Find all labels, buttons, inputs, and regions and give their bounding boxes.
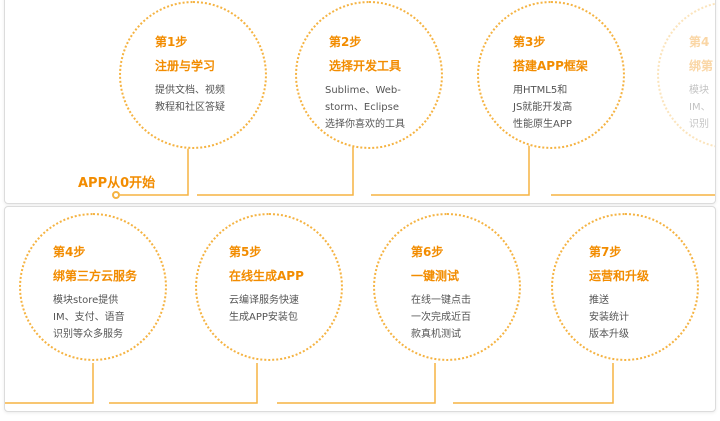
step-2-number: 第2步	[329, 35, 362, 49]
step-2-title: 选择开发工具	[329, 59, 402, 73]
step-7-desc: 推送安装统计版本升级	[589, 295, 629, 340]
step-7-number: 第7步	[589, 245, 622, 259]
start-marker	[112, 191, 120, 199]
step-3-circle[interactable]	[477, 1, 625, 149]
step-5-number: 第5步	[229, 245, 262, 259]
step-5-desc: 云编译服务快速生成APP安装包	[229, 295, 299, 323]
step-1-circle[interactable]	[119, 1, 267, 149]
step-5-title: 在线生成APP	[229, 269, 304, 283]
connector-lines-top	[120, 145, 715, 196]
step-7-circle[interactable]	[551, 213, 699, 361]
step-1-number: 第1步	[155, 35, 188, 49]
step-1-title: 注册与学习	[155, 59, 216, 73]
step-4-circle[interactable]	[19, 213, 167, 361]
step-4-number: 第4步	[53, 245, 86, 259]
step-3-title: 搭建APP框架	[513, 59, 588, 73]
steps-panel-top: APP从0开始 第1步 注册与学习 提供文档、视频教程和社区答疑 第2步 选择开…	[4, 0, 716, 204]
step-4-peek-number: 第4	[689, 35, 710, 49]
step-7-title: 运营和升级	[589, 269, 650, 283]
step-1-desc: 提供文档、视频教程和社区答疑	[155, 85, 225, 113]
step-6-number: 第6步	[411, 245, 444, 259]
step-6-circle[interactable]	[373, 213, 521, 361]
start-label: APP从0开始	[78, 176, 156, 191]
step-5-circle[interactable]	[195, 213, 343, 361]
connector-lines-bottom	[5, 363, 614, 404]
step-6-title: 一键测试	[411, 269, 460, 283]
step-2-circle[interactable]	[295, 1, 443, 149]
step-3-number: 第3步	[513, 35, 546, 49]
step-4-peek-title: 绑第	[689, 59, 714, 73]
step-4-title: 绑第三方云服务	[53, 269, 138, 283]
step-6-desc: 在线一键点击一次完成近百款真机测试	[411, 295, 471, 340]
